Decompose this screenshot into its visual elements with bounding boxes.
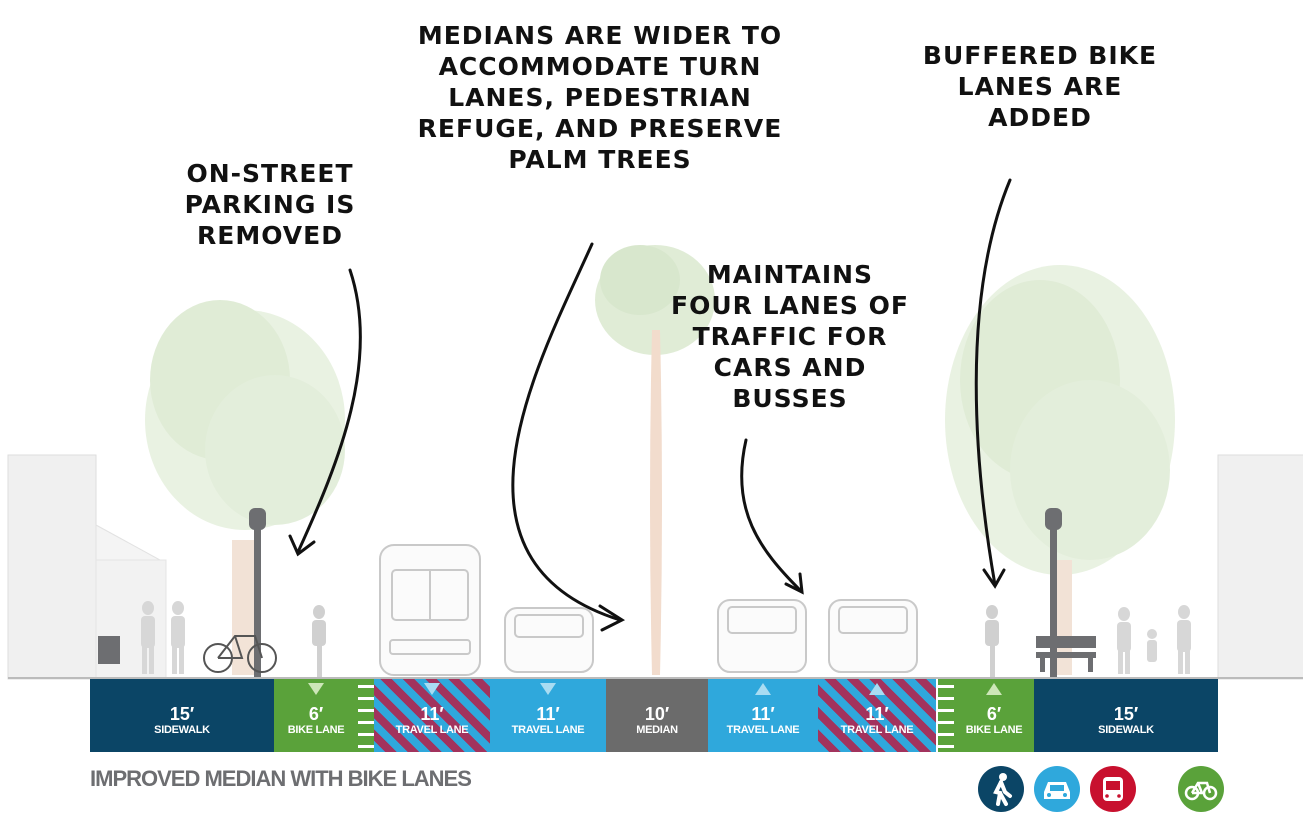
annotation-medians: Medians are wider to accommodate turn la… bbox=[417, 21, 783, 174]
annotation-arrows bbox=[288, 178, 1012, 632]
segment-label: BIKE LANE bbox=[287, 723, 345, 736]
bicycle-icon bbox=[1178, 766, 1224, 812]
segment-width: 15′ bbox=[169, 703, 195, 724]
up-arrow-icon bbox=[755, 683, 771, 695]
bike-buffer-right bbox=[938, 679, 954, 752]
segment-width: 11′ bbox=[420, 703, 444, 724]
bus-icon bbox=[1090, 766, 1136, 812]
segment-median: 10′ MEDIAN bbox=[606, 679, 708, 752]
parked-bicycle bbox=[203, 635, 277, 673]
segment-width: 15′ bbox=[1113, 703, 1139, 724]
segment-label: MEDIAN bbox=[636, 723, 678, 736]
pedestrians bbox=[141, 601, 1191, 674]
segment-label: TRAVEL LANE bbox=[726, 723, 800, 736]
street-light-left bbox=[249, 508, 266, 678]
up-arrow-icon bbox=[986, 683, 1002, 695]
segment-label: SIDEWALK bbox=[1098, 723, 1154, 736]
segment-bike-lane-right: 6′ BIKE LANE bbox=[954, 679, 1034, 752]
segment-sidewalk-left: 15′ SIDEWALK bbox=[90, 679, 274, 752]
vehicles bbox=[504, 599, 918, 673]
bike-buffer-left bbox=[358, 679, 374, 752]
segment-width: 11′ bbox=[865, 703, 889, 724]
segment-width: 11′ bbox=[751, 703, 775, 724]
segment-travel-lane-2: 11′ TRAVEL LANE bbox=[490, 679, 606, 752]
segment-width: 11′ bbox=[536, 703, 560, 724]
annotation-parking: On-street parking is removed bbox=[184, 159, 356, 250]
segment-label: TRAVEL LANE bbox=[840, 723, 914, 736]
palm-tree bbox=[595, 245, 715, 675]
pedestrian-icon bbox=[978, 766, 1024, 812]
building-right bbox=[1217, 454, 1303, 680]
down-arrow-icon bbox=[424, 683, 440, 695]
segment-sidewalk-right: 15′ SIDEWALK bbox=[1034, 679, 1218, 752]
segment-width: 10′ bbox=[644, 703, 670, 724]
segment-travel-lane-1: 11′ TRAVEL LANE bbox=[374, 679, 490, 752]
building-left bbox=[7, 454, 167, 681]
segment-width: 6′ bbox=[986, 703, 1002, 724]
bus bbox=[379, 544, 481, 676]
diagram-caption: IMPROVED MEDIAN WITH BIKE LANES bbox=[90, 766, 472, 791]
segment-width: 6′ bbox=[308, 703, 324, 724]
segment-travel-lane-3: 11′ TRAVEL LANE bbox=[708, 679, 818, 752]
tree-left bbox=[145, 300, 345, 675]
segment-label: TRAVEL LANE bbox=[511, 723, 585, 736]
annotation-bike-lanes: Buffered bike lanes are added bbox=[922, 41, 1158, 132]
street-light-right bbox=[1045, 508, 1062, 678]
segment-bike-lane-left: 6′ BIKE LANE bbox=[274, 679, 358, 752]
bench bbox=[1036, 636, 1096, 672]
down-arrow-icon bbox=[540, 683, 556, 695]
segment-label: TRAVEL LANE bbox=[395, 723, 469, 736]
segment-label: BIKE LANE bbox=[965, 723, 1023, 736]
cyclists bbox=[312, 605, 999, 678]
segment-travel-lane-4: 11′ TRAVEL LANE bbox=[818, 679, 936, 752]
kiosk bbox=[98, 636, 120, 664]
up-arrow-icon bbox=[869, 683, 885, 695]
annotation-lanes: Maintains four lanes of traffic for cars… bbox=[671, 260, 909, 413]
down-arrow-icon bbox=[308, 683, 324, 695]
tree-right bbox=[945, 265, 1175, 675]
car-icon bbox=[1034, 766, 1080, 812]
segment-label: SIDEWALK bbox=[154, 723, 210, 736]
